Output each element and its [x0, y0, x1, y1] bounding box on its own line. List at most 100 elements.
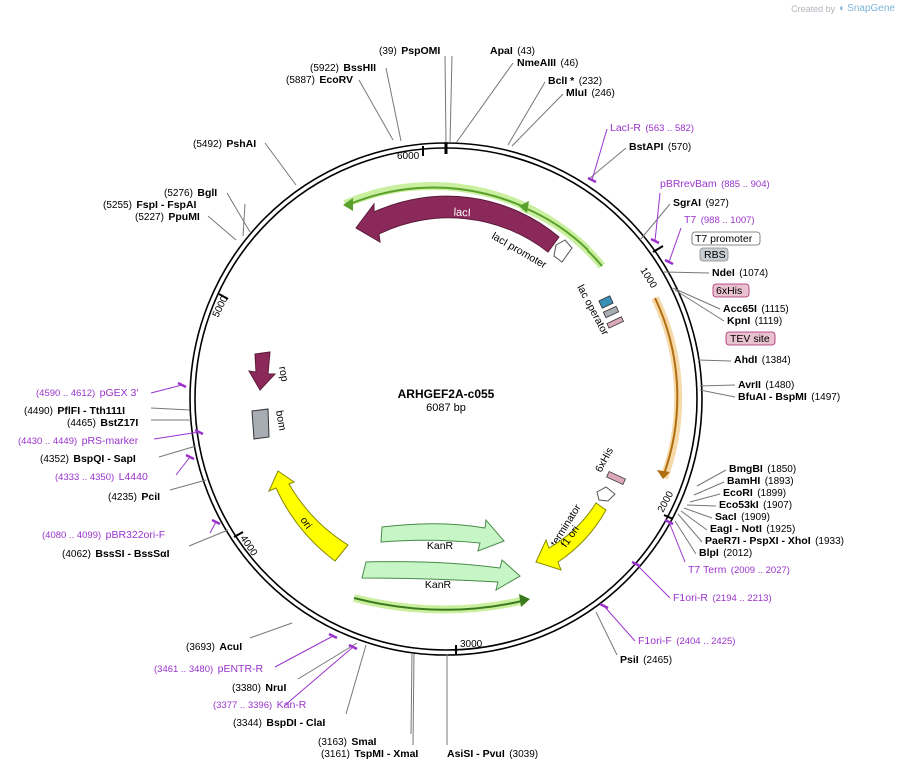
primer-pentr-r-label[interactable]: (3461 .. 3480) pENTR-R [154, 659, 264, 676]
primer-pgex-3-label[interactable]: (4590 .. 4612) pGEX 3' [36, 383, 138, 400]
primer-pgex-3-leader [150, 384, 183, 394]
site-pshai-label[interactable]: (5492) PshAI [193, 134, 256, 151]
site-ppumi-label[interactable]: (5227) PpuMI [135, 207, 200, 224]
tick-mark-5000 [218, 293, 229, 300]
primer-pbrrevbam-label[interactable]: pBRrevBam (885 .. 904) [660, 174, 770, 191]
site-tspmi-xmai-label[interactable]: (3161) TspMI - XmaI [321, 744, 418, 761]
primer-l4440-leader [175, 456, 191, 476]
primer-f1ori-f-leader [603, 605, 636, 642]
site-eco53ki-label[interactable]: Eco53kI (1907) [719, 495, 792, 512]
lacI-outer-arrowhead [343, 198, 353, 211]
site-bstapi-label[interactable]: BstAPI (570) [629, 137, 691, 154]
site-acc65i-label[interactable]: Acc65I (1115) [723, 299, 789, 316]
primer-pbrrevbam-marker [650, 237, 660, 245]
site-ahdi-label[interactable]: AhdI (1384) [734, 350, 791, 367]
bom-feature[interactable] [251, 408, 270, 440]
bom-label: bom [273, 409, 288, 431]
lac-operator-label: lac operator [574, 283, 611, 338]
site-acc65i-leader [672, 287, 721, 310]
t7-promoter-label: T7 promoter [695, 233, 753, 245]
rop-label: rop [276, 365, 290, 382]
site-bspdi-clai-label[interactable]: (3344) BspDI - ClaI [233, 713, 325, 730]
site-avrii-label[interactable]: AvrII (1480) [738, 375, 794, 392]
primer-t7-term-leader [668, 521, 686, 563]
site-bstz17i-label[interactable]: (4465) BstZ17I [67, 413, 138, 430]
tick-label-2000: 2000 [656, 489, 676, 514]
site-nrui-label[interactable]: (3380) NruI [232, 678, 286, 695]
tick-mark-4000 [233, 531, 244, 538]
f1-ori-feature[interactable] [535, 502, 607, 571]
site-bspqi-sapi-label[interactable]: (4352) BspQI - SapI [40, 449, 136, 466]
site-bamhi-label[interactable]: BamHI (1893) [727, 471, 794, 488]
primer-t7-label[interactable]: T7 (988 .. 1007) [684, 210, 755, 227]
site-bspqi-sapi-leader [158, 445, 197, 458]
site-pspomi-leader [444, 55, 447, 144]
primer-pbr322ori-f-marker [211, 518, 221, 526]
site-apai-label[interactable]: ApaI (43) [490, 41, 535, 58]
primer-f1ori-r-label[interactable]: F1ori-R (2194 .. 2213) [673, 588, 772, 605]
primer-pgex-3-marker [177, 381, 187, 389]
site-kpni-leader [674, 289, 725, 322]
leader-lines [150, 55, 736, 746]
site-pspomi-label[interactable]: (39) PspOMI [379, 41, 440, 58]
site-eagi-noti-leader [680, 510, 708, 531]
site-blpi-label[interactable]: BlpI (2012) [699, 543, 752, 560]
site-kpni-label[interactable]: KpnI (1119) [727, 311, 782, 328]
site-pflfi-tth111i-leader [150, 407, 191, 411]
site-acui-label[interactable]: (3693) AcuI [186, 637, 242, 654]
kanR-label-2: KanR [425, 579, 452, 591]
site-bsshii-leader [385, 67, 402, 142]
his-tag-feature[interactable] [606, 470, 626, 486]
t7-terminator-feature[interactable] [596, 486, 616, 502]
primer-prs-marker-label[interactable]: (4430 .. 4449) pRS-marker [18, 431, 139, 448]
kan-promoter-arrowhead [519, 594, 530, 607]
site-bsshii-label[interactable]: (5922) BssHII [310, 58, 376, 75]
site-pcii-label[interactable]: (4235) PciI [108, 487, 160, 504]
site-apai-leader [449, 55, 453, 144]
snapgene-logo-icon: ◖ [838, 3, 845, 14]
ori-feature[interactable] [268, 470, 349, 562]
site-psii-label[interactable]: PsiI (2465) [620, 650, 672, 667]
site-mlui-label[interactable]: MluI (246) [566, 83, 615, 100]
his-tag-feature-top[interactable] [606, 316, 625, 329]
lacI-promoter-feature[interactable] [553, 239, 573, 263]
site-acui-leader [249, 622, 293, 639]
primer-pentr-r-marker [328, 632, 338, 640]
site-pflfi-tth111i-label[interactable]: (4490) PflFI - Tth111I [24, 401, 125, 418]
site-bfuai-bspmi-label[interactable]: BfuAI - BspMI (1497) [738, 387, 840, 404]
site-bmgbi-label[interactable]: BmgBI (1850) [729, 459, 796, 476]
lac-operator-feature[interactable] [598, 295, 614, 309]
site-asisi-pvui-label[interactable]: AsiSI - PvuI (3039) [447, 744, 538, 761]
kanR-arrow-1[interactable] [380, 518, 505, 552]
created-by-text: Created by [791, 3, 836, 14]
primer-kan-r-label[interactable]: (3377 .. 3396) Kan-R [213, 695, 307, 712]
lacI-feature-arrow[interactable] [355, 195, 560, 253]
primer-f1ori-f-label[interactable]: F1ori-F (2404 .. 2425) [638, 631, 735, 648]
site-paer7i-pspxi-xhoi-label[interactable]: PaeR7I - PspXI - XhoI (1933) [705, 531, 844, 548]
rbs-feature[interactable] [602, 305, 620, 319]
site-eagi-noti-label[interactable]: EagI - NotI (1925) [710, 519, 795, 536]
site-ecorv-label[interactable]: (5887) EcoRV [286, 70, 353, 87]
site-fspi-fspai-label[interactable]: (5255) FspI - FspAI [103, 195, 197, 212]
site-nmeaiii-label[interactable]: NmeAIII (46) [517, 53, 578, 70]
site-bcli-label[interactable]: BclI * (232) [548, 71, 602, 88]
site-saci-label[interactable]: SacI (1909) [715, 507, 770, 524]
primer-pbr322ori-f-label[interactable]: (4080 .. 4099) pBR322ori-F [42, 525, 165, 542]
kanR-arrow-2[interactable] [361, 559, 521, 592]
site-sgrai-label[interactable]: SgrAI (927) [673, 193, 729, 210]
site-bsssi-bsss-i-label[interactable]: (4062) BssSI - BssSαI [62, 544, 170, 561]
primer-f1ori-r-marker [631, 560, 641, 568]
site-paer7i-pspxi-xhoi-leader [677, 513, 703, 543]
site-saci-leader [683, 507, 713, 519]
site-ecori-label[interactable]: EcoRI (1899) [723, 483, 786, 500]
rop-feature[interactable] [248, 351, 277, 391]
site-bgli-label[interactable]: (5276) BglI [164, 183, 217, 200]
site-blpi-leader [674, 520, 697, 555]
primer-l4440-label[interactable]: (4333 .. 4350) L4440 [55, 467, 148, 484]
site-ndei-label[interactable]: NdeI (1074) [712, 263, 768, 280]
site-bfuai-bspmi-leader [699, 389, 736, 398]
primer-laci-r-label[interactable]: LacI-R (563 .. 582) [610, 118, 694, 135]
primer-t7-term-label[interactable]: T7 Term (2009 .. 2027) [688, 560, 790, 577]
site-smai-label[interactable]: (3163) SmaI [318, 732, 377, 749]
